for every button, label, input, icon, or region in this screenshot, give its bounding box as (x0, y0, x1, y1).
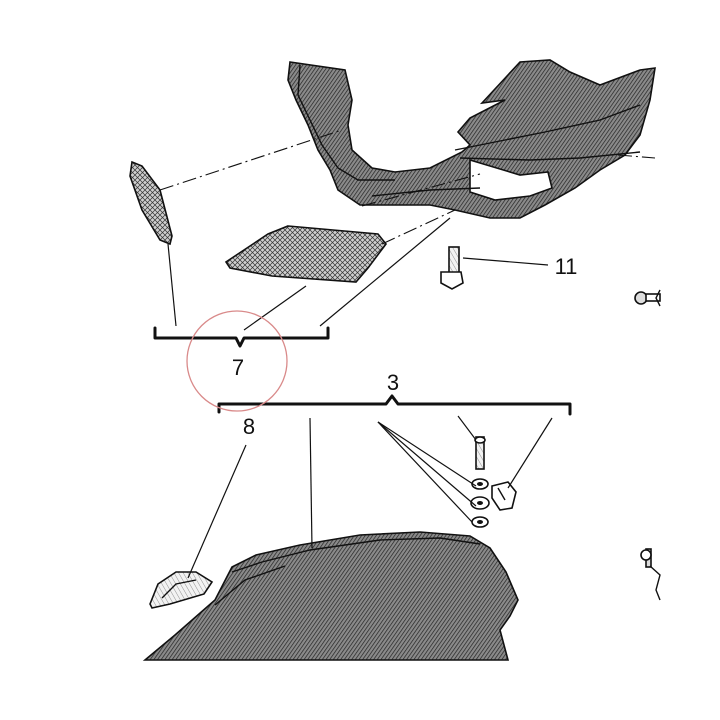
bolt-part-11 (440, 246, 464, 290)
label-3: 3 (387, 370, 399, 395)
upper-fairing-assembly (287, 59, 656, 219)
assembly-dash-lines (159, 129, 656, 245)
callout-leaders (167, 217, 553, 579)
label-8: 8 (243, 414, 255, 439)
hardware-stack (470, 436, 517, 528)
highlight-circle (186, 310, 288, 412)
reflector-part-8 (149, 571, 214, 609)
small-screw-lower (640, 548, 661, 601)
side-mesh-panel (129, 160, 173, 246)
bottom-mesh-panel (224, 225, 388, 283)
label-11: 11 (555, 254, 578, 279)
label-7: 7 (232, 355, 244, 380)
brace-7 (153, 326, 330, 348)
brace-3 (217, 394, 572, 416)
small-screw-upper (634, 289, 661, 307)
lower-fender (142, 531, 519, 661)
